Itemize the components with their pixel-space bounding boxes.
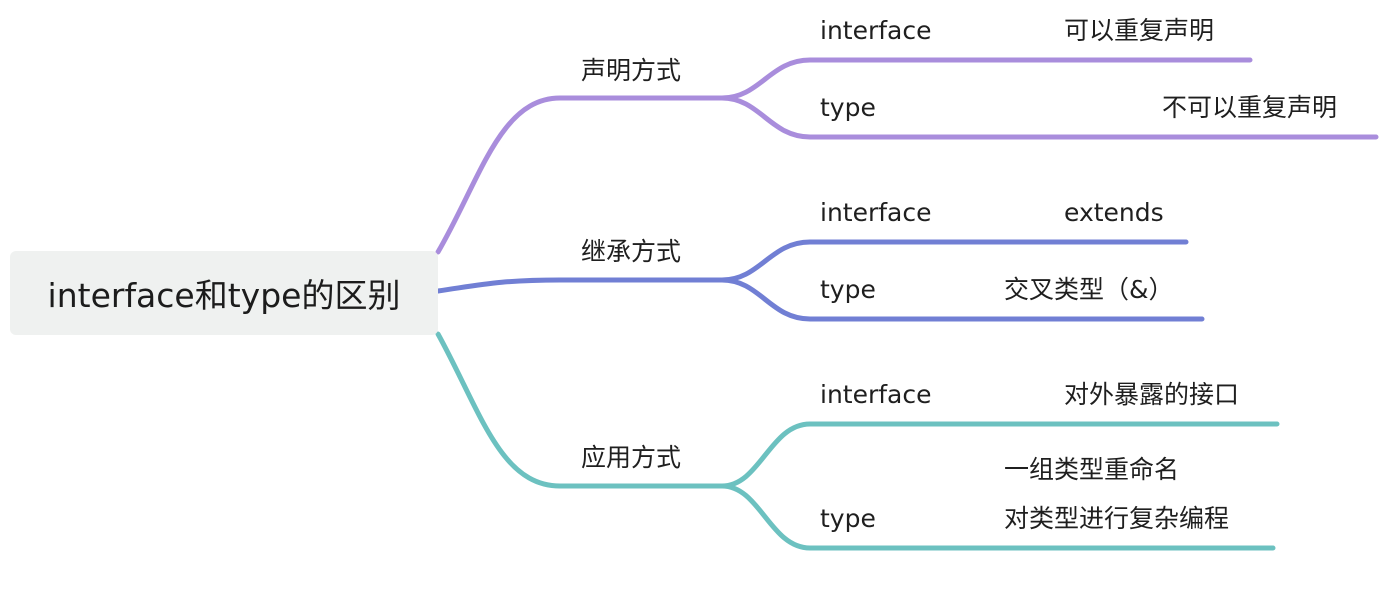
application-interface-value[interactable]: 对外暴露的接口 — [1064, 380, 1240, 409]
declaration-interface-key[interactable]: interface — [820, 16, 932, 45]
inheritance-interface-value[interactable]: extends — [1064, 198, 1164, 227]
connector-application-to-interface — [719, 421, 1280, 489]
root-topic[interactable]: interface和type的区别 — [10, 251, 438, 335]
inheritance-type-key[interactable]: type — [820, 275, 876, 304]
application-type-key[interactable]: type — [820, 504, 876, 533]
connector-inheritance-to-interface — [719, 239, 1189, 283]
declaration-type-key[interactable]: type — [820, 93, 876, 122]
inheritance-interface-key[interactable]: interface — [820, 198, 932, 227]
connector-root-to-application — [435, 331, 725, 489]
connector-declaration-to-type — [719, 95, 1379, 140]
branch-application-label[interactable]: 应用方式 — [581, 443, 682, 472]
connector-root-to-inheritance — [435, 277, 725, 294]
inheritance-type-value[interactable]: 交叉类型（&） — [1004, 275, 1174, 304]
branch-declaration-label[interactable]: 声明方式 — [581, 56, 682, 85]
connector-inheritance-to-type — [719, 277, 1205, 322]
declaration-interface-value[interactable]: 可以重复声明 — [1064, 16, 1215, 45]
application-type-value-line2[interactable]: 对类型进行复杂编程 — [1004, 504, 1230, 533]
application-interface-key[interactable]: interface — [820, 380, 932, 409]
root-topic-label: interface和type的区别 — [47, 276, 401, 315]
application-type-value-line1[interactable]: 一组类型重命名 — [1004, 455, 1180, 484]
branch-inheritance-label[interactable]: 继承方式 — [581, 237, 682, 266]
connector-application-to-type — [719, 483, 1276, 551]
connector-declaration-to-interface — [719, 57, 1253, 101]
declaration-type-value[interactable]: 不可以重复声明 — [1162, 93, 1338, 122]
connector-root-to-declaration — [435, 95, 725, 255]
